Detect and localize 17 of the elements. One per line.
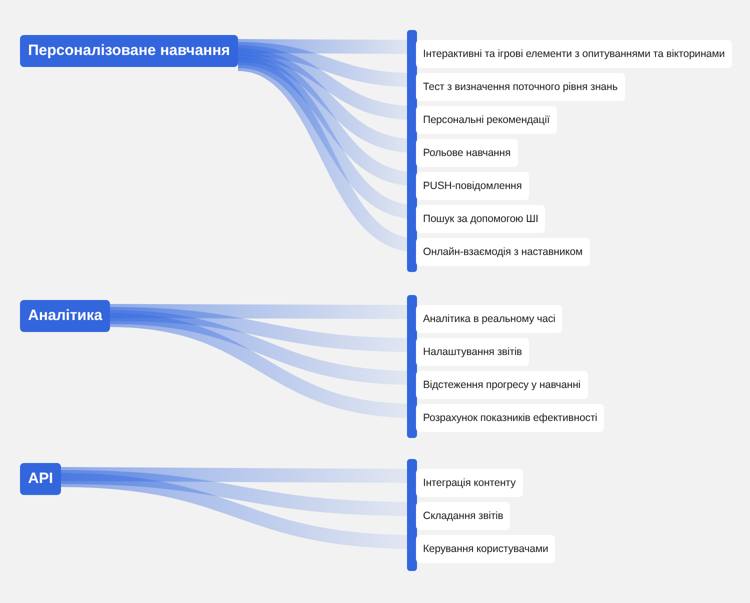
feature-box: Інтерактивні та ігрові елементи з опитуваннями та вікторинами (416, 40, 732, 68)
feature-box: PUSH-повідомлення (416, 172, 529, 200)
feature-box: Тест з визначення поточного рівня знань (416, 73, 625, 101)
category-box: Персоналізоване навчання (20, 35, 238, 67)
category-box: API (20, 463, 62, 495)
feature-box: Рольове навчання (416, 139, 518, 167)
feature-box: Пошук за допомогою ШІ (416, 205, 546, 233)
feature-box: Інтеграція контенту (416, 469, 523, 497)
feature-box: Відстеження прогресу у навчанні (416, 371, 588, 399)
feature-box: Складання звітів (416, 502, 510, 530)
feature-box: Персональні рекомендації (416, 106, 557, 134)
feature-box: Аналітика в реальному часі (416, 305, 562, 333)
feature-box: Онлайн-взаємодія з наставником (416, 238, 590, 266)
category-box: Аналітика (20, 300, 110, 332)
feature-box: Керування користувачами (416, 535, 556, 563)
feature-box: Налаштування звітів (416, 338, 530, 366)
feature-box: Розрахунок показників ефективності (416, 404, 604, 432)
